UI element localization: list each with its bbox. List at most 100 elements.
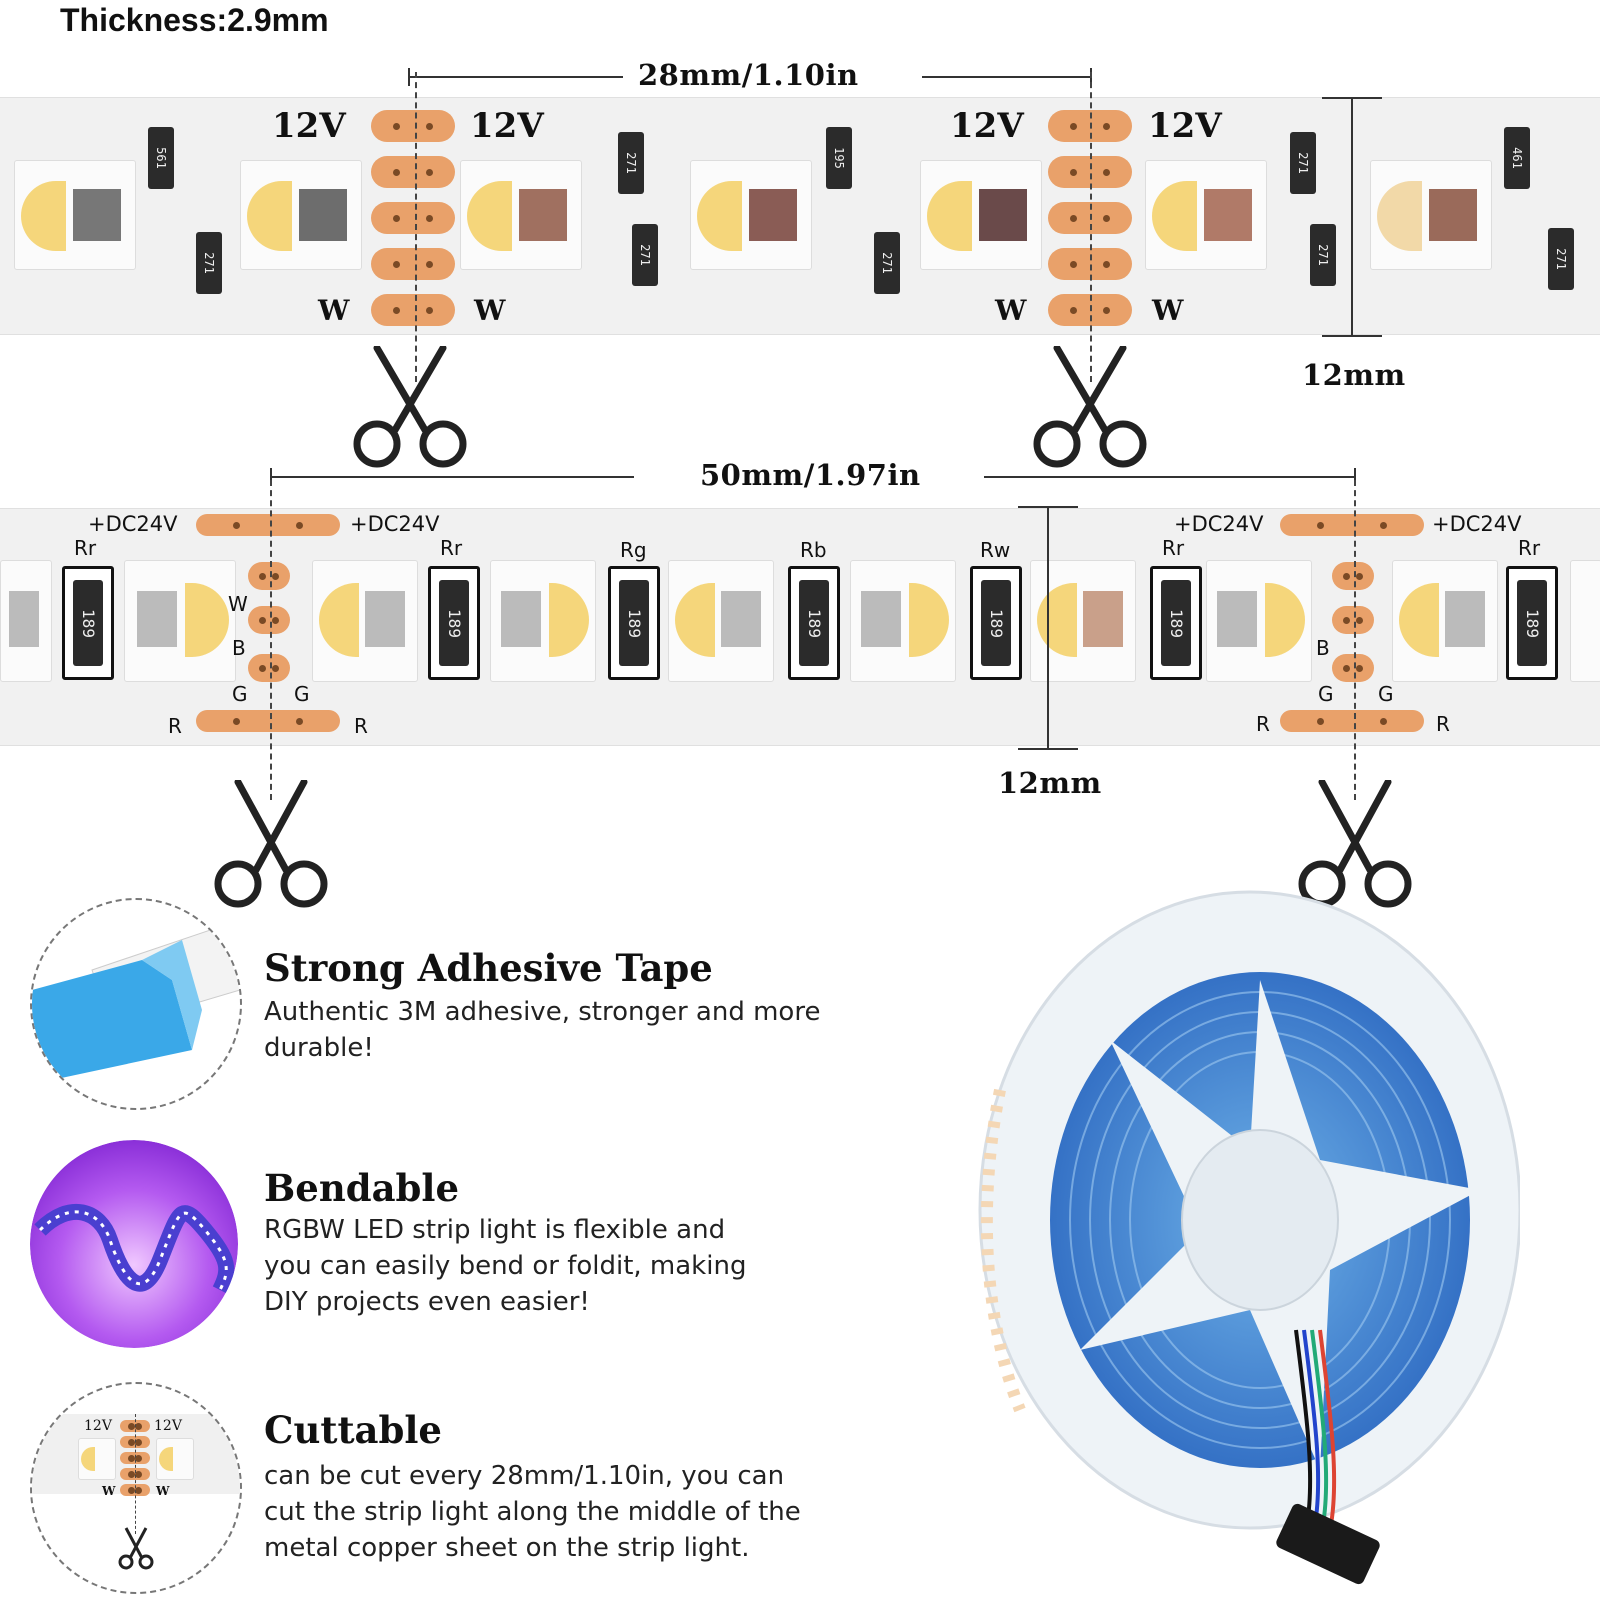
scissors-icon: [353, 346, 467, 468]
cut-line: [415, 72, 417, 382]
pin-label: R: [168, 714, 182, 738]
led-chip: [460, 160, 582, 270]
voltage-label: 12V: [950, 106, 1024, 146]
strip1-width-dimension: [1322, 97, 1382, 337]
resistor: 189: [608, 566, 660, 680]
bendable-strip-image: [30, 1140, 238, 1348]
feature-title: Bendable: [264, 1166, 460, 1210]
channel-label: Rr: [440, 536, 463, 560]
led-chip: [1206, 560, 1312, 682]
strip2-width-dimension: [1018, 506, 1078, 750]
copper-pad: [371, 294, 455, 326]
pin-label: G: [1318, 682, 1334, 706]
led-strip-reel-image: [978, 890, 1520, 1585]
strip1-length-dimension: 28mm/1.10in: [408, 58, 1092, 100]
white-channel-label: W: [318, 294, 350, 327]
led-chip: [0, 560, 52, 682]
led-chip: [1570, 560, 1600, 682]
feature-title: Cuttable: [264, 1408, 442, 1452]
voltage-label: 12V: [470, 106, 544, 146]
white-channel-label: W: [474, 294, 506, 327]
channel-label: Rr: [1518, 536, 1541, 560]
feature-title: Strong Adhesive Tape: [264, 946, 713, 990]
resistor: 195: [826, 127, 852, 189]
white-channel-label: W: [995, 294, 1027, 327]
led-chip: [1145, 160, 1267, 270]
feature-body: RGBW LED strip light is flexible and you…: [264, 1215, 747, 1317]
resistor: 189: [1150, 566, 1202, 680]
copper-pad: [371, 202, 455, 234]
resistor: 271: [632, 224, 658, 286]
voltage-label: 12V: [1148, 106, 1222, 146]
scissors-icon: [1298, 780, 1412, 908]
copper-pad: [371, 110, 455, 142]
cut-line: [1090, 72, 1092, 382]
white-channel-label: W: [102, 1484, 116, 1498]
thickness-label: Thickness:2.9mm: [60, 2, 329, 38]
resistor: 461: [1504, 127, 1530, 189]
cuttable-strip-image: 12V 12V W W: [30, 1382, 242, 1594]
pin-label: G: [232, 682, 248, 706]
pin-label: W: [228, 592, 248, 616]
scissors-icon: [214, 780, 328, 908]
resistor: 271: [1310, 224, 1336, 286]
led-chip: [690, 160, 812, 270]
resistor: 271: [1548, 228, 1574, 290]
copper-pad: [248, 562, 290, 590]
copper-pad: [196, 710, 340, 732]
resistor: 271: [874, 232, 900, 294]
pin-label: B: [232, 636, 246, 660]
copper-pad: [248, 654, 290, 682]
feature-body: Authentic 3M adhesive, stronger and more…: [264, 997, 821, 1063]
led-chip: [124, 560, 236, 682]
copper-pad: [1332, 562, 1374, 590]
led-chip: [668, 560, 774, 682]
resistor: 189: [970, 566, 1022, 680]
led-chip: [920, 160, 1042, 270]
channel-label: Rg: [620, 538, 647, 562]
pin-label: B: [1316, 636, 1330, 660]
voltage-label: +DC24V: [1174, 512, 1264, 536]
channel-label: Rr: [1162, 536, 1185, 560]
resistor: 561: [148, 127, 174, 189]
pin-label: R: [354, 714, 368, 738]
channel-label: Rw: [980, 538, 1011, 562]
strip1-length-label: 28mm/1.10in: [638, 58, 859, 92]
led-chip: [1392, 560, 1498, 682]
resistor: 189: [62, 566, 114, 680]
strip1-width-label: 12mm: [1302, 358, 1406, 392]
led-chip: [240, 160, 362, 270]
white-channel-label: W: [1152, 294, 1184, 327]
led-chip: [490, 560, 596, 682]
pin-label: R: [1256, 712, 1270, 736]
strip2-width-label: 12mm: [998, 766, 1102, 800]
pin-label: R: [1436, 712, 1450, 736]
copper-pad: [1332, 606, 1374, 634]
copper-pad: [1332, 654, 1374, 682]
resistor: 189: [788, 566, 840, 680]
voltage-label: +DC24V: [350, 512, 440, 536]
resistor: 271: [196, 232, 222, 294]
copper-pad: [371, 156, 455, 188]
resistor: 189: [428, 566, 480, 680]
copper-pad: [248, 606, 290, 634]
strip2-length-label: 50mm/1.97in: [700, 458, 921, 492]
copper-pad: [1280, 514, 1424, 536]
resistor: 271: [1290, 132, 1316, 194]
copper-pad: [371, 248, 455, 280]
voltage-label: 12V: [154, 1418, 182, 1434]
led-chip: [850, 560, 956, 682]
voltage-label: +DC24V: [88, 512, 178, 536]
scissors-icon: [118, 1527, 154, 1570]
cut-line: [1354, 480, 1356, 800]
led-chip: [312, 560, 418, 682]
white-channel-label: W: [156, 1484, 170, 1498]
voltage-label: 12V: [272, 106, 346, 146]
channel-label: Rr: [74, 536, 97, 560]
scissors-icon: [1033, 346, 1147, 468]
copper-pad: [1280, 710, 1424, 732]
copper-pad: [196, 514, 340, 536]
voltage-label: +DC24V: [1432, 512, 1522, 536]
feature-body: can be cut every 28mm/1.10in, you can cu…: [264, 1461, 801, 1563]
led-chip: [14, 160, 136, 270]
